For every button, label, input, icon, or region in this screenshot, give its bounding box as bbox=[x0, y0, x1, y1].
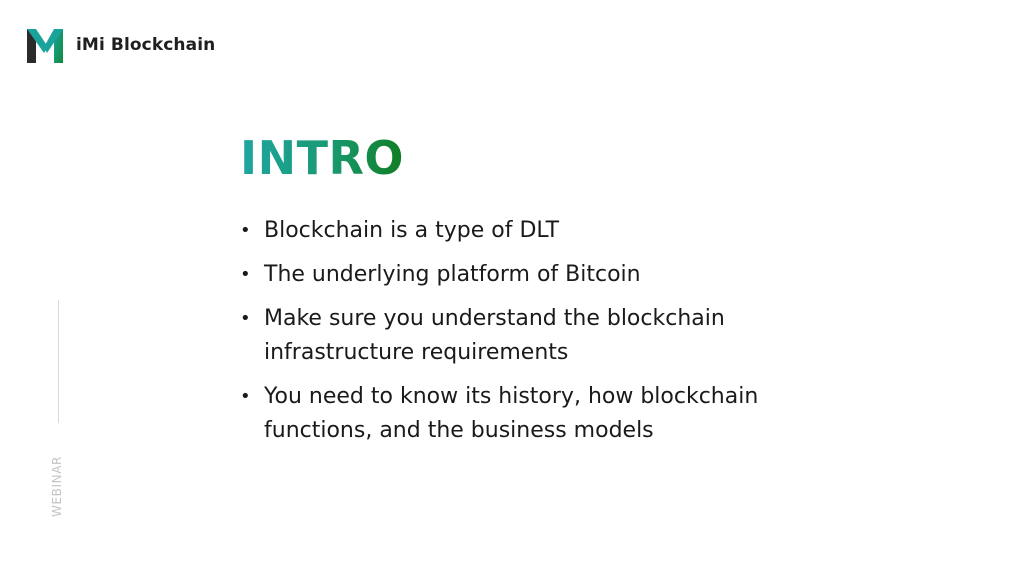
bullet-item: Blockchain is a type of DLT bbox=[240, 214, 850, 248]
brand-name: iMi Blockchain bbox=[76, 35, 216, 55]
bullet-item: Make sure you understand the blockchain … bbox=[240, 302, 850, 370]
webinar-label: WEBINAR bbox=[50, 456, 64, 517]
brand-header: iMi Blockchain bbox=[27, 27, 215, 63]
side-divider bbox=[58, 300, 59, 423]
bullet-item: The underlying platform of Bitcoin bbox=[240, 258, 850, 292]
slide-title: INTRO bbox=[240, 128, 404, 188]
bullet-list: Blockchain is a type of DLT The underlyi… bbox=[240, 214, 850, 458]
bullet-item: You need to know its history, how blockc… bbox=[240, 380, 850, 448]
imi-m-logo-icon bbox=[27, 29, 63, 63]
